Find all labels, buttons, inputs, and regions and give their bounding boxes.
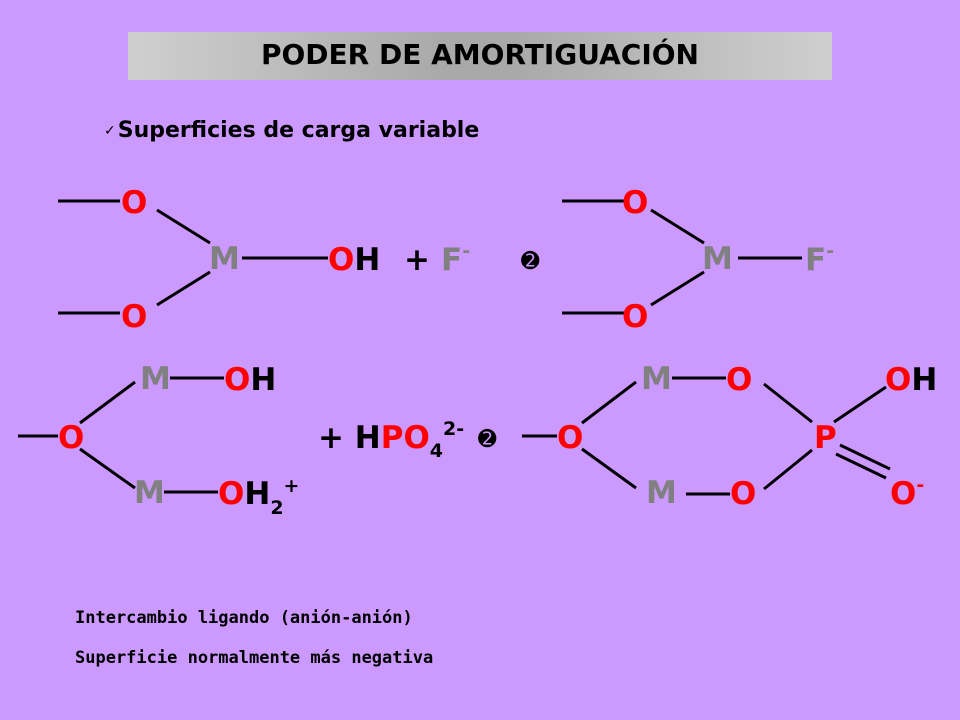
atom-oxygen: O	[622, 299, 648, 335]
charge-label: -	[462, 240, 470, 262]
atom-oxygen: O	[557, 420, 583, 456]
atom-oxygen: O	[58, 420, 84, 456]
bond	[79, 447, 136, 490]
subscript-label: 2	[270, 497, 283, 519]
title-banner: PODER DE AMORTIGUACIÓN	[128, 32, 832, 80]
atom-oxygen: O	[121, 185, 147, 221]
atom-oxygen: O	[224, 362, 250, 398]
phosphate-ion: + HPO42-	[318, 418, 464, 462]
reaction-arrow-icon: ➋	[521, 249, 540, 274]
hydroxyl-group: OH	[328, 242, 380, 278]
atom-fluorine: F	[805, 242, 826, 278]
atom-metal: M	[646, 475, 677, 511]
atom-oxygen: O	[121, 299, 147, 335]
fluoride-ion: F-	[805, 240, 834, 278]
phosphate-po-label: PO	[381, 420, 430, 456]
plus-sign: +	[404, 242, 430, 278]
hydroxyl-group: OH	[224, 362, 276, 398]
bond	[650, 208, 705, 245]
subtitle-text: Superficies de carga variable	[117, 118, 480, 143]
plus-h-label: + H	[318, 420, 381, 456]
atom-oxygen: O	[622, 185, 648, 221]
charge-label: +	[284, 475, 300, 497]
atom-hydrogen: H	[354, 242, 380, 278]
charge-label: -	[826, 240, 834, 262]
hydroxyl-group: OH	[885, 362, 937, 398]
atom-metal: M	[134, 475, 165, 511]
atom-oxygen: O	[885, 362, 911, 398]
bond	[581, 447, 637, 490]
bond	[650, 270, 705, 307]
atom-hydrogen: H	[244, 476, 270, 512]
page-title: PODER DE AMORTIGUACIÓN	[260, 38, 699, 71]
atom-metal: M	[641, 361, 672, 397]
charge-label: 2-	[443, 418, 464, 440]
oxide-ion: O-	[890, 474, 924, 512]
atom-hydrogen: H	[250, 362, 276, 398]
fluoride-ion: F-	[441, 240, 470, 278]
bond	[763, 382, 813, 424]
atom-oxygen: O	[726, 362, 752, 398]
atom-oxygen: O	[730, 476, 756, 512]
atom-metal: M	[209, 241, 240, 277]
atom-metal: M	[140, 361, 171, 397]
aquo-group: OH2+	[218, 475, 299, 519]
bond	[156, 270, 211, 307]
atom-phosphorus: P	[814, 420, 837, 456]
bonds	[18, 199, 891, 496]
bond	[156, 208, 211, 245]
bond	[839, 443, 891, 471]
atom-oxygen: O	[218, 476, 244, 512]
bond	[581, 380, 637, 425]
subtitle-bullet: ✓Superficies de carga variable	[104, 118, 479, 143]
bond	[79, 380, 136, 425]
bond	[833, 385, 887, 424]
atom-oxygen: O	[328, 242, 354, 278]
reaction-arrow-icon: ➋	[478, 427, 497, 452]
note-surface-charge: Superficie normalmente más negativa	[75, 648, 434, 668]
atom-hydrogen: H	[911, 362, 937, 398]
atom-oxygen: O	[890, 476, 916, 512]
subscript-label: 4	[430, 440, 443, 462]
checkmark-icon: ✓	[104, 123, 116, 139]
atom-metal: M	[702, 241, 733, 277]
charge-label: -	[916, 474, 924, 496]
bond	[835, 452, 887, 480]
atom-fluorine: F	[441, 242, 462, 278]
bond	[763, 448, 813, 491]
note-ligand-exchange: Intercambio ligando (anión-anión)	[75, 608, 413, 628]
